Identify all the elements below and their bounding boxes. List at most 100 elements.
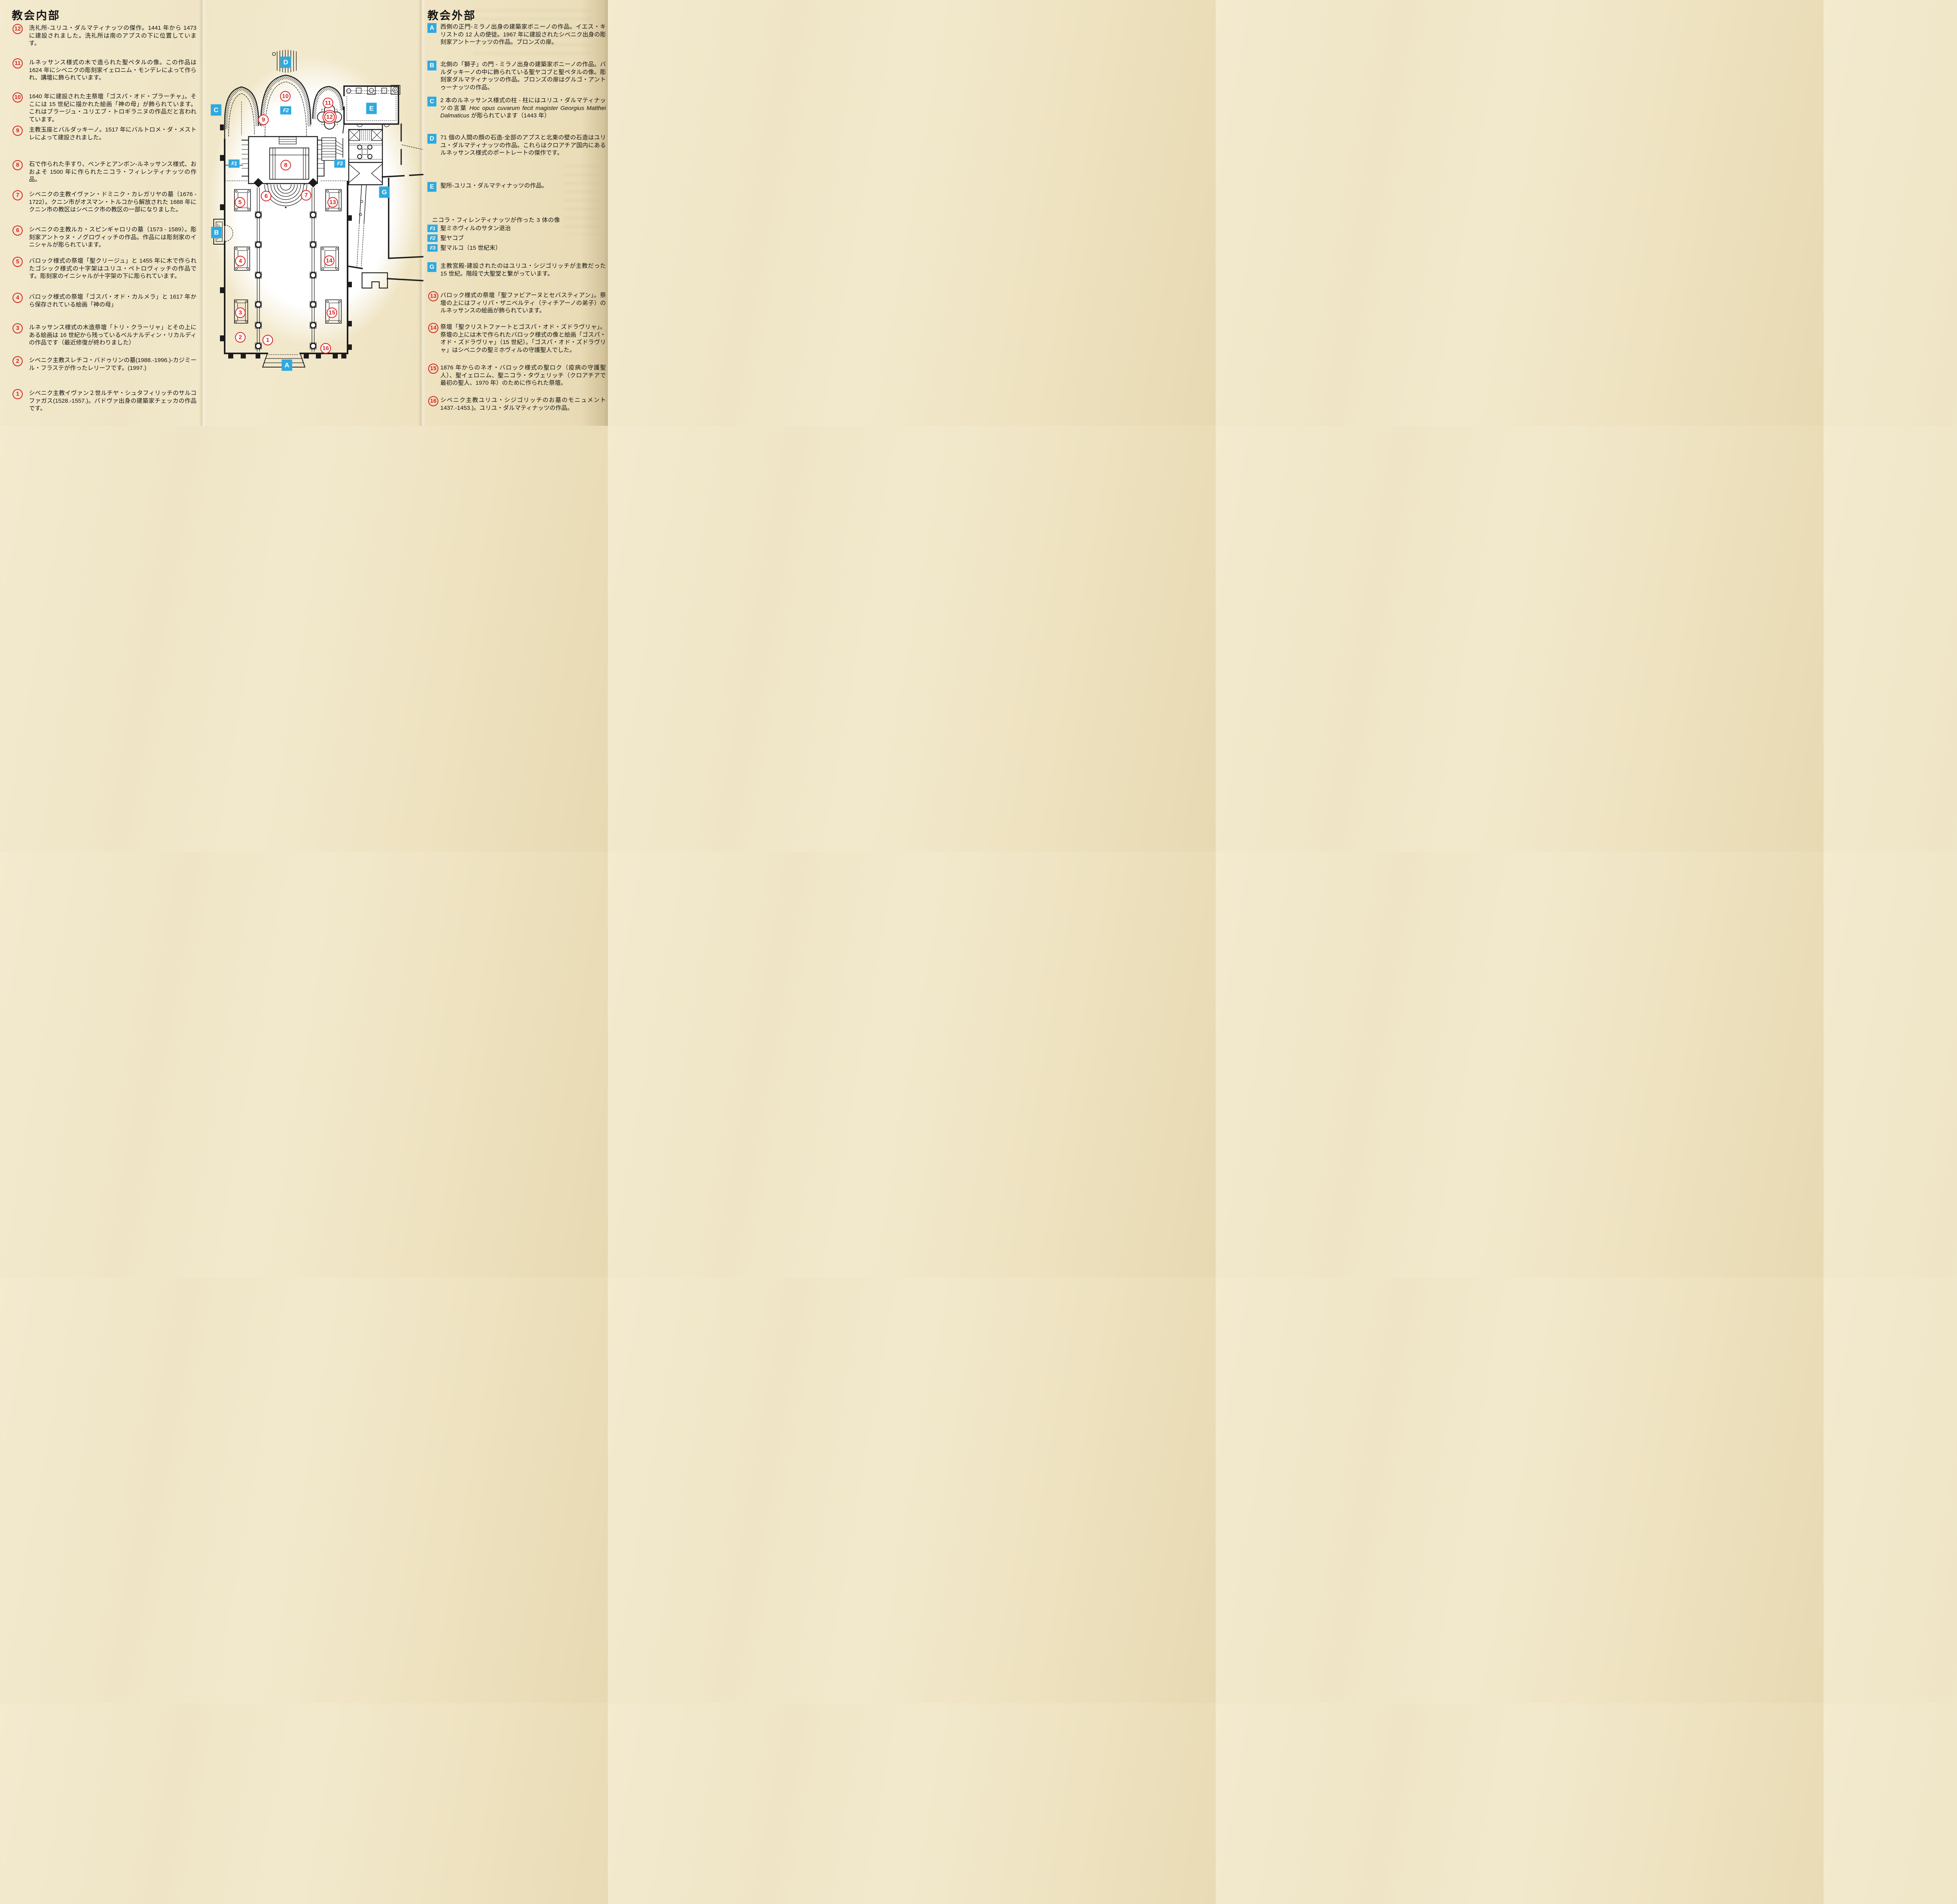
item-text: シベニクの主教ルカ・スピンギャロリの墓（1573 - 1589）。彫刻家アントゥ… [29, 226, 196, 249]
item-text: シベニク主教ユリユ・シジゴリッチのお墓のモニュメント 1437.-1453.)。… [440, 397, 606, 411]
plan-marker-8: 8 [280, 160, 291, 171]
exterior-item-16: 16 シベニク主教ユリユ・シジゴリッチのお墓のモニュメント 1437.-1453… [427, 396, 606, 412]
item-text: ルネッサンス様式の木で造られた聖ペタルの像。この作品は 1624 年にシベニクの… [29, 59, 196, 81]
blue-badge-C: C [427, 97, 436, 106]
blue-badge-F3: F3 [427, 244, 438, 252]
item-text: バロック様式の祭壇「聖ファビアーヌとセバスティアン」。祭壇の上にはフィリパ・ザニ… [440, 292, 606, 314]
interior-column: 教会内部 12 洗礼所-ユリユ・ダルマティナッツの傑作。1441 年から 147… [12, 0, 196, 426]
blue-badge-A: A [427, 23, 436, 33]
interior-title: 教会内部 [12, 9, 61, 22]
interior-item-1: 1 シベニク主教イヴァン２世ルチヤ・シュタフィリッチのサルコファガス(1528.… [12, 389, 196, 413]
interior-item-8: 8 石で作られた手すり、ベンチとアンボン-ルネッサンス様式、おおよそ 1500 … [12, 160, 196, 184]
plan-marker-5: 5 [234, 197, 245, 208]
exterior-item-E: E 聖所-ユリユ・ダルマティナッツの作品。 [427, 182, 606, 192]
exterior-item-13: 13 バロック様式の祭壇「聖ファビアーヌとセバスティアン」。祭壇の上にはフィリパ… [427, 291, 606, 315]
item-text: 聖ミホヴィルのサタン退治 [440, 225, 511, 232]
plan-marker-F3: F3 [334, 159, 345, 168]
item-text: 71 個の人間の顔の石造-全部のアプスと北東の壁の石造はユリユ・ダルマティナッツ… [440, 134, 606, 157]
plan-marker-12: 12 [324, 112, 335, 122]
item-text: 北側の「獅子」の門 - ミラノ出身の建築家ボニーノの作品。バルダッキーノの中に飾… [440, 61, 606, 91]
plan-marker-16: 16 [320, 343, 331, 354]
plan-marker-F1: F1 [229, 159, 240, 168]
item-text: 祭壇「聖クリストファートとゴスパ・オド・ズドラヴリャ」。祭壇の上には木で作られた… [440, 324, 606, 353]
plan-marker-A: A [281, 359, 292, 371]
interior-item-5: 5 バロック様式の祭壇「聖クリージュ」と 1455 年に木で作られたゴシック様式… [12, 257, 196, 280]
item-text: 2 本のルネッサンス様式の柱 - 柱にはユリユ・ダルマティナッツの言葉 Hoc … [440, 97, 606, 120]
plan-marker-C: C [211, 104, 222, 116]
red-circle-badge-15: 15 [428, 364, 438, 374]
blue-badge-F1: F1 [427, 225, 438, 232]
red-circle-badge-3: 3 [13, 323, 23, 333]
latin-inscription: Hoc opus cuvarum fecit magister Georgius… [440, 104, 606, 119]
plan-marker-E: E [366, 103, 377, 114]
blue-badge-G: G [427, 262, 436, 272]
exterior-column: 教会外部 A 西側の正門-ミラノ出身の建築家ボニーノの作品。イエス・キリストの … [427, 0, 606, 426]
interior-item-7: 7 シベニクの主教イヴァン・ドミニク・カレガリヤの墓（1676 - 1722）。… [12, 190, 196, 214]
plan-marker-G: G [379, 186, 390, 198]
item-text: 聖所-ユリユ・ダルマティナッツの作品。 [440, 182, 548, 189]
statue-item-F3: F3 聖マルコ（15 世紀末） [427, 244, 606, 252]
interior-item-4: 4 バロック様式の祭壇「ゴスパ・オド・カルメラ」と 1617 年から保存されてい… [12, 293, 196, 308]
interior-item-3: 3 ルネッサンス様式の木造祭壇「トリ・クラーリャ」とその上にある絵画は 16 世… [12, 323, 196, 347]
item-text: 1640 年に建設された主祭壇「ゴスパ・オド・プラーチャ」。そこには 15 世紀… [29, 93, 196, 123]
item-text: 聖ヤコブ [440, 235, 464, 241]
item-text: 主教玉座とバルダッキーノ。1517 年にバルトロメ・ダ・メストレによって建設され… [29, 126, 196, 141]
item-text: バロック様式の祭壇「ゴスパ・オド・カルメラ」と 1617 年から保存されている絵… [29, 294, 196, 308]
exterior-item-D: D 71 個の人間の顔の石造-全部のアプスと北東の壁の石造はユリユ・ダルマティナ… [427, 134, 606, 157]
item-text: シベニク主教イヴァン２世ルチヤ・シュタフィリッチのサルコファガス(1528.-1… [29, 390, 196, 412]
statues-heading: ニコラ・フィレンティナッツが作った 3 体の像 [432, 217, 560, 223]
exterior-item-C: C 2 本のルネッサンス様式の柱 - 柱にはユリユ・ダルマティナッツの言葉 Ho… [427, 97, 606, 120]
plan-marker-D: D [280, 56, 291, 68]
plan-marker-11: 11 [323, 97, 333, 108]
plan-marker-7: 7 [301, 190, 312, 201]
red-circle-badge-11: 11 [13, 58, 23, 68]
red-circle-badge-13: 13 [428, 291, 438, 301]
exterior-item-14: 14 祭壇「聖クリストファートとゴスパ・オド・ズドラヴリャ」。祭壇の上には木で作… [427, 323, 606, 354]
interior-item-12: 12 洗礼所-ユリユ・ダルマティナッツの傑作。1441 年から 1473 に建設… [12, 24, 196, 47]
interior-item-2: 2 シベニク主教スレチコ・バドゥリンの墓(1988.-1996.)-カジミール・… [12, 356, 196, 372]
red-circle-badge-12: 12 [13, 24, 23, 34]
item-text: 主教宮殿-建設されたのはユリユ・シジゴリッチが主教だった 15 世紀。階段で大聖… [440, 263, 606, 277]
exterior-title: 教会外部 [427, 9, 476, 22]
item-text: シベニク主教スレチコ・バドゥリンの墓(1988.-1996.)-カジミール・フラ… [29, 357, 196, 371]
item-text: シベニクの主教イヴァン・ドミニク・カレガリヤの墓（1676 - 1722）。クニ… [29, 191, 196, 213]
interior-item-6: 6 シベニクの主教ルカ・スピンギャロリの墓（1573 - 1589）。彫刻家アン… [12, 225, 196, 249]
interior-item-11: 11 ルネッサンス様式の木で造られた聖ペタルの像。この作品は 1624 年にシベ… [12, 58, 196, 82]
item-text-post: が彫られています（1443 年） [469, 112, 550, 119]
plan-marker-15: 15 [326, 307, 337, 318]
interior-item-9: 9 主教玉座とバルダッキーノ。1517 年にバルトロメ・ダ・メストレによって建設… [12, 126, 196, 141]
red-circle-badge-7: 7 [13, 190, 23, 200]
blue-badge-B: B [427, 61, 436, 70]
plan-marker-13: 13 [327, 197, 338, 208]
floor-plan-drawing [213, 50, 423, 367]
red-circle-badge-14: 14 [428, 323, 438, 333]
cathedral-floor-plan: 10 11 12 9 8 6 7 5 13 4 14 3 15 2 1 16 D… [204, 47, 427, 380]
item-text: 洗礼所-ユリユ・ダルマティナッツの傑作。1441 年から 1473 に建設されま… [29, 25, 196, 47]
plan-marker-3: 3 [235, 307, 246, 318]
blue-badge-D: D [427, 134, 436, 144]
item-text: 1876 年からのネオ・バロック様式の聖ロク（疫病の守護聖人）、聖イェロニム、聖… [440, 364, 606, 387]
item-text: バロック様式の祭壇「聖クリージュ」と 1455 年に木で作られたゴシック様式の十… [29, 258, 196, 280]
red-circle-badge-2: 2 [13, 356, 23, 366]
plan-marker-10: 10 [280, 91, 291, 102]
item-text-pre: 2 本のルネッサンス様式の柱 - 柱にはユリユ・ダルマティナッツの言葉 [440, 97, 606, 112]
statue-item-F2: F2 聖ヤコブ [427, 234, 606, 242]
statue-item-F1: F1 聖ミホヴィルのサタン退治 [427, 225, 606, 232]
plan-marker-F2: F2 [280, 106, 291, 115]
red-circle-badge-10: 10 [13, 92, 23, 103]
red-circle-badge-8: 8 [13, 160, 23, 170]
exterior-item-A: A 西側の正門-ミラノ出身の建築家ボニーノの作品。イエス・キリストの 12 人の… [427, 23, 606, 46]
plan-marker-2: 2 [235, 332, 246, 343]
red-circle-badge-5: 5 [13, 257, 23, 267]
blue-badge-F2: F2 [427, 234, 438, 242]
plan-marker-9: 9 [258, 114, 269, 125]
plan-marker-6: 6 [261, 191, 272, 202]
interior-item-10: 10 1640 年に建設された主祭壇「ゴスパ・オド・プラーチャ」。そこには 15… [12, 92, 196, 123]
brochure-page: { "colors":{"red":"#d71f1f","blue":"#2fa… [0, 0, 608, 426]
exterior-item-15: 15 1876 年からのネオ・バロック様式の聖ロク（疫病の守護聖人）、聖イェロニ… [427, 364, 606, 387]
exterior-item-G: G 主教宮殿-建設されたのはユリユ・シジゴリッチが主教だった 15 世紀。階段で… [427, 262, 606, 277]
red-circle-badge-16: 16 [428, 396, 438, 406]
red-circle-badge-4: 4 [13, 293, 23, 303]
item-text: 石で作られた手すり、ベンチとアンボン-ルネッサンス様式、おおよそ 1500 年に… [29, 161, 196, 183]
plan-marker-4: 4 [235, 256, 246, 267]
